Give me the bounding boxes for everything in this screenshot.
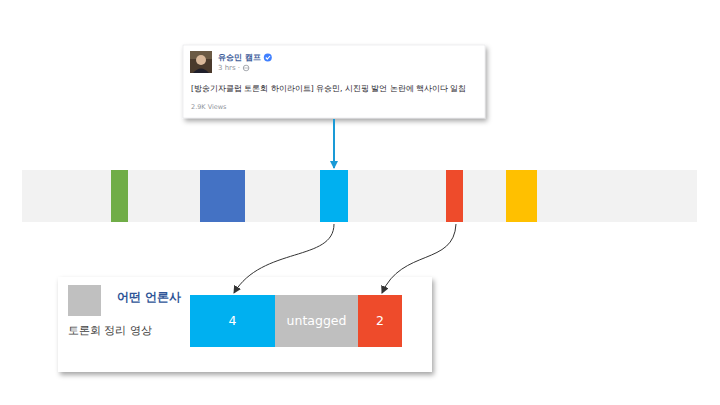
post-text: [방송기자클럽 토론회 하이라이트] 유승민, 시진핑 발언 논란에 핵사이다 … [191,83,475,94]
source-card [58,277,432,372]
timeline-block [446,170,463,222]
verified-badge [264,54,272,62]
source-desc: 토론회 정리 영상 [68,324,152,338]
post-time: 3 hrs · [218,63,240,73]
count-label: 4 [229,313,237,329]
segment-label: untagged [287,313,347,329]
pointer-arrow [333,119,335,168]
count-label: 2 [376,313,384,329]
avatar-photo [190,51,212,73]
untagged-segment: untagged [275,295,358,347]
count-segment: 4 [190,295,275,347]
timeline-block [200,170,245,222]
curved-arrow [382,224,456,293]
count-segment: 2 [358,295,402,347]
timeline-band [22,170,697,222]
color-swatch [68,285,101,316]
source-card: 어떤 언론사토론회 정리 영상 4 untagged 2 [58,277,432,372]
curved-arrow [234,224,334,293]
post-card [183,45,485,118]
source-name: 어떤 언론사 [117,290,181,305]
account-name: 유승민 캠프 [218,52,261,63]
timeline-block [320,170,348,222]
post-card: 유승민 캠프3 hrs · [방송기자클럽 토론회 하이라이트] 유승민, 시진핑… [183,45,485,118]
globe-icon [243,65,249,71]
view-count: 2.9K Views [191,103,226,112]
timeline-block [506,170,537,222]
timeline-block [111,170,128,222]
